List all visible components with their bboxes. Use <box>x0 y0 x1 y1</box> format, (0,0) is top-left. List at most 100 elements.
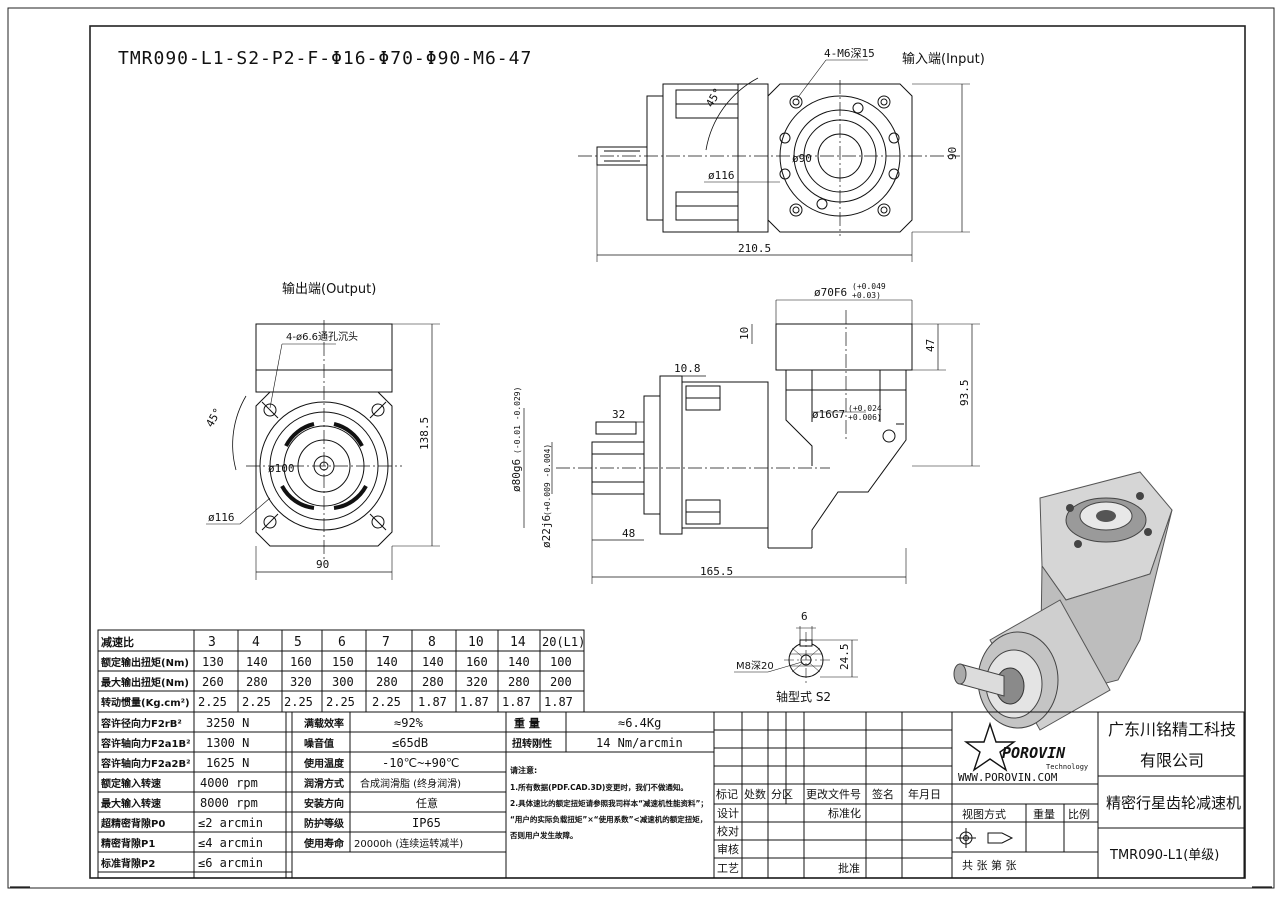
notes-line: 1.所有数据(PDF.CAD.3D)变更时，我们不做通知。 <box>510 782 688 792</box>
notes-line: 2.具体速比的额定扭矩请参照我司样本“减速机性能资料”； <box>510 798 708 809</box>
rev-role: 校对 <box>717 824 739 838</box>
side-pilot-tol: (-0.01 -0.029) <box>513 387 522 454</box>
ratio-cell: 140 <box>376 655 398 669</box>
ratio-cell: 140 <box>422 655 444 669</box>
ratio-cell: 280 <box>508 675 530 689</box>
ratio-header-cell: 14 <box>510 635 526 650</box>
porovin-logo: POROVIN Technology <box>963 721 1088 772</box>
spec-value: 4000 rpm <box>200 776 258 790</box>
notes-line: 否则用户发生故障。 <box>509 830 578 840</box>
spec-label: 安装方向 <box>304 797 344 810</box>
ratio-cell: 200 <box>550 675 572 689</box>
notes-line: “用户的实际负载扭矩”×“使用系数”<减速机的额定扭矩， <box>510 814 707 824</box>
rev-header: 标记 <box>716 787 738 801</box>
brand-tech-text: Technology <box>1046 763 1088 771</box>
spec-value: IP65 <box>412 816 441 830</box>
rev-role: 设计 <box>717 807 739 820</box>
spec-value: 8000 rpm <box>200 796 258 810</box>
input-d116-label: ø116 <box>708 169 735 182</box>
input-d90-label: ø90 <box>792 152 812 165</box>
side-flange-tol-up: (+0.049 <box>852 282 886 291</box>
spec-value: 合成润滑脂 (终身润滑) <box>360 777 461 790</box>
ratio-header-cell: 3 <box>208 635 216 650</box>
ratio-table: 减速比 3 4 5 6 7 8 10 14 20(L1) 额定输出扭矩(Nm) … <box>101 635 585 709</box>
shaft-thread-label: M8深20 <box>736 660 774 672</box>
drawing-title: TMR090-L1-S2-P2-F-Φ16-Φ70-Φ90-M6-47 <box>118 48 532 69</box>
ratio-cell: 1.87 <box>502 695 531 709</box>
sheet-frame <box>7 7 1275 889</box>
notes-head: 请注意: <box>510 765 537 775</box>
ratio-cell: 100 <box>550 655 572 669</box>
spec-label: 防护等级 <box>304 817 345 830</box>
spec-value: 3250 N <box>206 716 249 730</box>
side-bore-dia: ø16G7 <box>812 408 845 421</box>
rev-header: 分区 <box>771 788 793 801</box>
side-view <box>523 299 980 584</box>
ratio-cell: 160 <box>290 655 312 669</box>
side-dim-32: 32 <box>612 408 625 421</box>
shaft-key-dim: 6 <box>801 610 808 623</box>
ratio-row-label: 额定输出扭矩(Nm) <box>101 656 189 669</box>
output-view-label: 输出端(Output) <box>282 281 376 297</box>
ratio-cell: 280 <box>422 675 444 689</box>
view-method-label: 视图方式 <box>962 807 1006 821</box>
spec-label: 使用寿命 <box>303 837 345 850</box>
spec-value: 1300 N <box>206 736 249 750</box>
ratio-header-cell: 8 <box>428 635 436 650</box>
output-d116-label: ø116 <box>208 511 235 524</box>
ratio-header-cell: 4 <box>252 635 260 650</box>
output-view <box>206 320 440 580</box>
side-bore-tol-up: (+0.024 <box>848 404 882 413</box>
ratio-cell: 1.87 <box>418 695 447 709</box>
website: WWW.POROVIN.COM <box>958 771 1058 784</box>
ratio-cell: 2.25 <box>198 695 227 709</box>
spec-label: 噪音值 <box>304 737 334 750</box>
side-bore-tol-dn: +0.006) <box>848 413 882 422</box>
ratio-cell: 160 <box>466 655 488 669</box>
ratio-header-cell: 6 <box>338 635 346 650</box>
ratio-cell: 140 <box>508 655 530 669</box>
weight-rigidity: 重 量 ≈6.4Kg 扭转刚性 14 Nm/arcmin <box>512 716 683 750</box>
ratio-cell: 300 <box>332 675 354 689</box>
output-holes-label: 4-ø6.6通孔沉头 <box>286 330 358 343</box>
output-angle-label: 45° <box>203 406 224 430</box>
ratio-cell: 150 <box>332 655 354 669</box>
output-d100-label: ø100 <box>268 462 295 475</box>
spec-value: ≤65dB <box>392 736 428 750</box>
ratio-table-grid <box>97 629 585 713</box>
rigidity-value: 14 Nm/arcmin <box>596 736 683 750</box>
side-dim-48: 48 <box>622 527 635 540</box>
spec-label: 最大输入转速 <box>101 797 161 810</box>
side-flange-dia: ø70F6 <box>814 286 847 299</box>
spec-value: -10℃~+90℃ <box>382 756 460 770</box>
scale-col-label: 比例 <box>1068 807 1090 821</box>
spec-label: 满载效率 <box>304 717 344 730</box>
ratio-cell: 320 <box>290 675 312 689</box>
side-pilot-dia: ø80g6 <box>510 459 523 492</box>
rev-standardize: 标准化 <box>828 806 861 820</box>
spec-value: ≈92% <box>394 716 424 730</box>
titleblock-grid <box>951 711 1245 879</box>
company-name-line1: 广东川铭精工科技 <box>1108 720 1236 739</box>
ratio-cell: 2.25 <box>242 695 271 709</box>
rev-approve: 批准 <box>838 861 860 875</box>
notes: 请注意: 1.所有数据(PDF.CAD.3D)变更时，我们不做通知。 2.具体速… <box>509 765 708 840</box>
isometric-product-image <box>953 471 1173 731</box>
input-holes-label: 4-M6深15 <box>824 47 875 60</box>
side-dim-10: 10 <box>738 327 751 340</box>
weight-col-label: 重量 <box>1033 807 1055 821</box>
sheet-count: 共 张 第 张 <box>962 858 1017 872</box>
weight-label: 重 量 <box>514 716 540 730</box>
ratio-header-cell: 10 <box>468 635 484 650</box>
output-height-dim: 138.5 <box>418 417 431 450</box>
rev-header: 更改文件号 <box>806 787 861 801</box>
spec-label: 精密背隙P1 <box>101 837 155 850</box>
ratio-cell: 2.25 <box>284 695 313 709</box>
spec-label: 标准背隙P2 <box>100 857 155 870</box>
input-view <box>578 59 970 262</box>
ratio-header-cell: 20(L1) <box>542 635 585 649</box>
spec-mid-table: 满载效率 ≈92% 噪音值 ≤65dB 使用温度 -10℃~+90℃ 润滑方式 … <box>303 716 463 850</box>
rigidity-label: 扭转刚性 <box>512 737 552 750</box>
rev-header: 年月日 <box>908 787 941 801</box>
